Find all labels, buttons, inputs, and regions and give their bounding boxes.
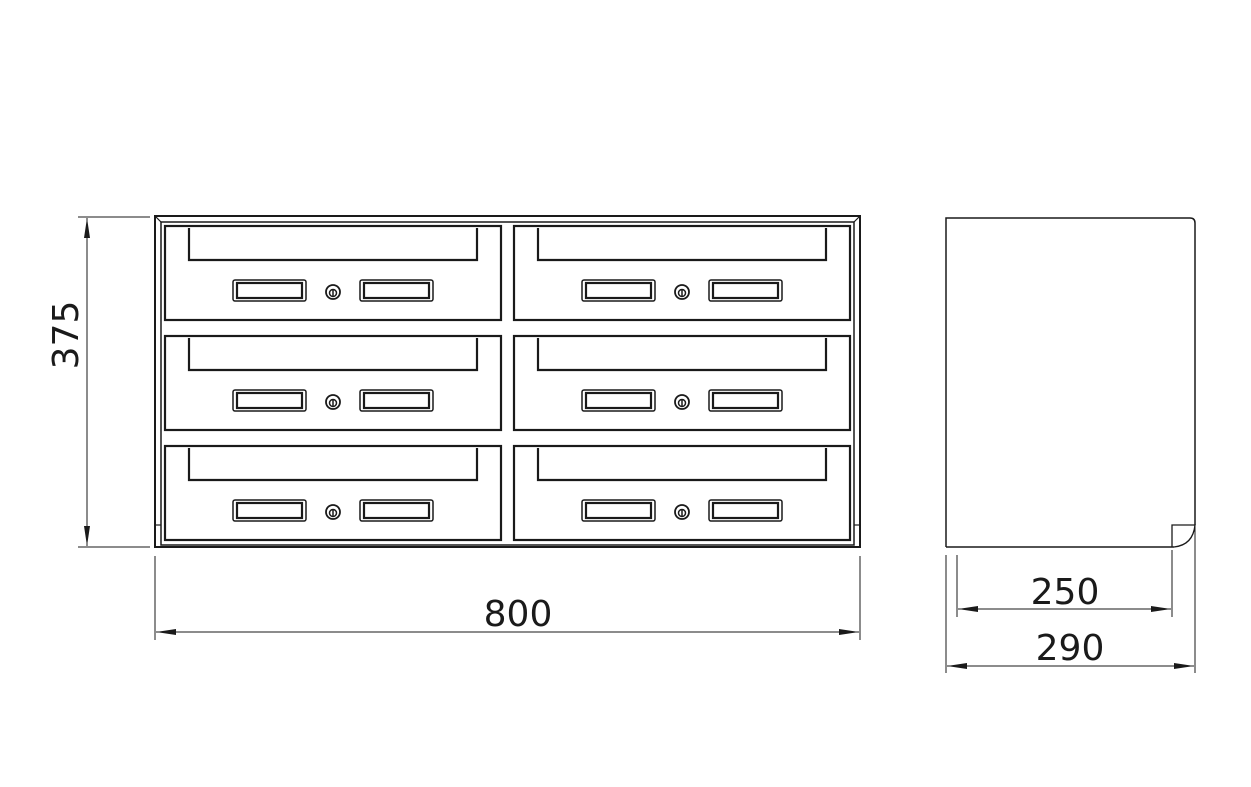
lock-icon[interactable] [325,284,341,300]
name-plate [362,281,431,300]
name-plate-frame [359,279,434,302]
side-view [945,217,1196,548]
name-plate [711,391,780,410]
dimension-depth-outer: 290 [945,525,1196,673]
lock-icon[interactable] [325,504,341,520]
name-plate-frame [232,499,307,522]
name-plate-frame [708,499,783,522]
letter-slot [536,338,828,372]
mailbox-compartment[interactable] [163,334,503,432]
name-plate-frame [232,389,307,412]
name-plate-frame [581,279,656,302]
name-plate [584,281,653,300]
compartment-door[interactable] [512,444,852,542]
lock-icon[interactable] [674,504,690,520]
frame-corner [154,215,162,223]
name-plate [235,501,304,520]
lock-icon[interactable] [674,284,690,300]
compartment-door[interactable] [512,224,852,322]
compartment-door[interactable] [512,334,852,432]
side-notch [1171,524,1196,548]
side-outline [945,217,1196,547]
name-plate [711,501,780,520]
name-plate [584,501,653,520]
name-plate [711,281,780,300]
mailbox-compartment[interactable] [163,224,503,322]
letter-slot [536,448,828,482]
compartment-door[interactable] [163,444,503,542]
dimension-depth-inner-label: 250 [1031,572,1100,613]
mailbox-compartment[interactable] [163,444,503,542]
name-plate [235,391,304,410]
letter-slot [536,228,828,262]
name-plate [362,391,431,410]
dimension-width-label: 800 [484,594,553,635]
compartment-door[interactable] [163,224,503,322]
name-plate-frame [581,499,656,522]
name-plate [362,501,431,520]
lock-icon[interactable] [325,394,341,410]
letter-slot [187,448,479,482]
name-plate-frame [359,499,434,522]
dimension-height: 375 [46,216,150,548]
inner-frame [160,221,855,546]
mailbox-compartment[interactable] [512,444,852,542]
lock-icon[interactable] [674,394,690,410]
compartment-door[interactable] [163,334,503,432]
name-plate-frame [708,279,783,302]
mailbox-compartment[interactable] [512,224,852,322]
front-view [154,215,861,548]
letter-slot [187,338,479,372]
name-plate-frame [581,389,656,412]
dimension-depth-inner: 250 [956,550,1173,617]
dimension-depth-outer-label: 290 [1036,628,1105,669]
frame-corner [853,215,861,223]
outer-frame [154,215,861,548]
mailbox-compartment[interactable] [512,334,852,432]
letter-slot [187,228,479,262]
name-plate-frame [232,279,307,302]
dimension-height-label: 375 [46,301,87,370]
dimension-width: 800 [154,556,861,640]
name-plate [584,391,653,410]
name-plate-frame [708,389,783,412]
name-plate [235,281,304,300]
name-plate-frame [359,389,434,412]
